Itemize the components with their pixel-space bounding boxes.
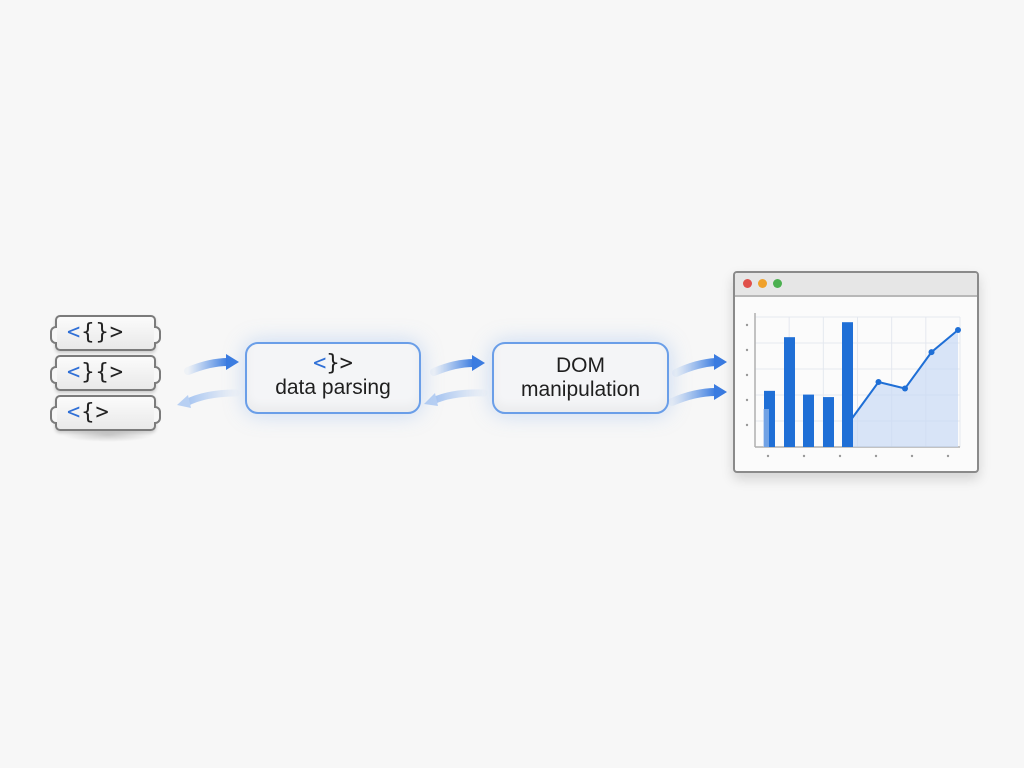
arrow-forward-3 <box>672 354 727 377</box>
chart-bar <box>784 337 795 447</box>
series-point <box>875 379 882 385</box>
block-notch-right <box>154 326 161 344</box>
dom-label-line1: DOM <box>556 354 605 377</box>
chart-bar <box>842 322 853 447</box>
series-point <box>955 327 961 333</box>
x-tick-mark <box>910 454 914 458</box>
x-tick-mark <box>874 454 878 458</box>
series-point <box>902 385 908 392</box>
y-tick-mark <box>745 323 749 327</box>
chart-bar-shadow <box>763 409 769 447</box>
rendered-chart <box>745 313 961 458</box>
code-block-3: <{> <box>50 395 161 431</box>
code-icon: <}> <box>313 351 353 376</box>
code-block-2: <}{> <box>50 355 161 391</box>
code-bracket: < <box>67 360 82 385</box>
y-tick-mark <box>745 373 749 377</box>
minimize-dot-icon <box>758 279 767 288</box>
x-tick-mark <box>838 454 842 458</box>
series-point <box>928 349 935 356</box>
arrow-back-1 <box>177 389 240 408</box>
y-tick-mark <box>745 398 749 402</box>
code-block-1: <{}> <box>50 315 161 351</box>
block-notch-left <box>50 406 57 424</box>
data-parsing-step: <}> data parsing <box>245 342 421 414</box>
chart-bar <box>803 394 814 447</box>
arrow-forward-1 <box>184 354 239 375</box>
block-notch-left <box>50 326 57 344</box>
arrow-back-2 <box>424 389 488 406</box>
browser-titlebar <box>735 273 977 297</box>
dom-label-line2: manipulation <box>520 378 641 401</box>
block-notch-right <box>154 366 161 384</box>
x-tick-mark <box>802 454 806 458</box>
data-parsing-label: data parsing <box>275 376 391 399</box>
code-glyphs: {> <box>81 400 110 425</box>
code-bracket: < <box>67 400 82 425</box>
block-notch-left <box>50 366 57 384</box>
stack-shadow <box>62 428 154 442</box>
maximize-dot-icon <box>773 279 782 288</box>
arrow-forward-4 <box>668 384 727 406</box>
code-bracket: < <box>67 320 82 345</box>
block-notch-right <box>154 406 161 424</box>
dom-manipulation-step: DOM manipulation <box>492 342 669 414</box>
chart-bar <box>764 390 775 447</box>
browser-window <box>733 271 979 473</box>
code-glyphs: {}> <box>81 320 124 345</box>
arrow-forward-2 <box>430 355 485 376</box>
x-tick-mark <box>946 454 950 458</box>
x-tick-mark <box>766 454 770 458</box>
close-dot-icon <box>743 279 752 288</box>
code-glyphs: }{> <box>81 360 124 385</box>
chart-bar <box>823 397 834 447</box>
y-tick-mark <box>745 348 749 352</box>
y-tick-mark <box>745 423 749 427</box>
